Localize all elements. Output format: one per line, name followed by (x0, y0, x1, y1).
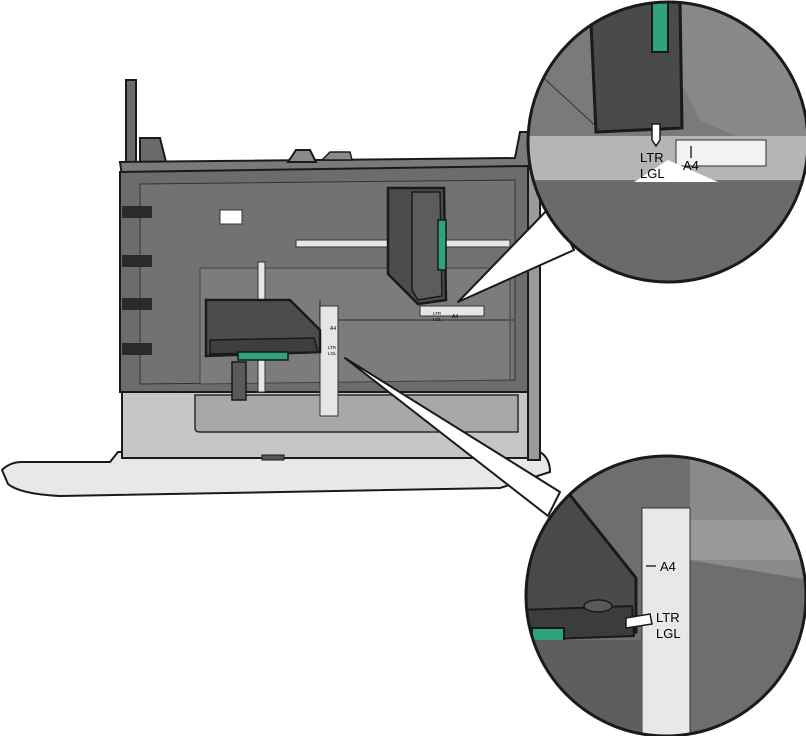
zoom-callout-top: LTR LGL A4 (526, 0, 806, 284)
width-guide[interactable] (386, 186, 448, 306)
tray-width-lgl: LGL (433, 317, 442, 322)
tray-width-ltr: LTR (433, 311, 442, 316)
tray-length-a4: A4 (330, 326, 336, 332)
length-slot-upper (257, 261, 266, 301)
zoom-bottom-pointer (625, 613, 653, 629)
paper-tray: A4 LTR LGL LTR LGL A4 (0, 79, 552, 498)
zoom-top-lgl: LGL (640, 166, 665, 181)
tray-right-rail (527, 165, 541, 461)
tray-back-tab (286, 149, 318, 163)
zoom-bottom-ltr: LTR (656, 610, 680, 625)
length-guide-green-tab[interactable] (237, 351, 289, 361)
width-guide-green-tab[interactable] (437, 219, 447, 271)
zoom-bottom-label-strip (641, 507, 691, 736)
tray-length-lgl: LGL (328, 351, 337, 356)
callout-bottom-leader (344, 357, 561, 517)
length-slot-lower (257, 359, 266, 393)
zoom-callout-bottom: A4 LTR LGL (524, 454, 806, 738)
tray-label-window (219, 209, 243, 225)
zoom-top-ltr: LTR (640, 150, 664, 165)
tray-front-slot (261, 454, 285, 461)
tray-back-tab-2 (320, 151, 353, 161)
zoom-top-a4: A4 (683, 158, 699, 173)
zoom-bottom-a4: A4 (660, 559, 676, 574)
width-label-strip (419, 305, 485, 317)
length-label-strip (319, 305, 339, 417)
tray-length-ltr: LTR (328, 345, 337, 350)
length-guide[interactable] (204, 298, 322, 401)
tray-width-a4: A4 (452, 314, 458, 320)
tray-left-bracket (139, 137, 168, 163)
zoom-bottom-lgl: LGL (656, 626, 681, 641)
tray-left-post (125, 79, 137, 169)
tray-side-clips (122, 206, 152, 355)
zoom-top-green-tab (651, 2, 669, 53)
zoom-top-pointer (651, 123, 661, 148)
tray-front-lip (0, 451, 552, 498)
